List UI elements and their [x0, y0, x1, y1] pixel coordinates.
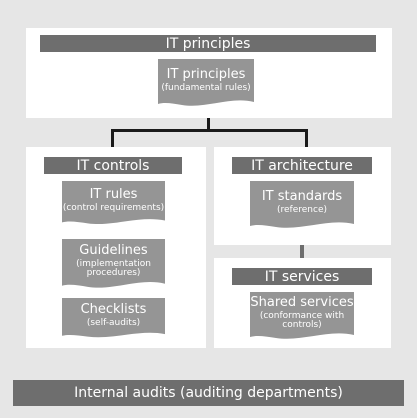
internal-audits-bar: Internal audits (auditing departments)	[13, 380, 404, 406]
document-shape-icon	[158, 59, 254, 106]
connector-architecture-services	[300, 244, 304, 258]
document-shape-icon	[62, 181, 165, 225]
document-title: IT principles	[166, 66, 246, 82]
document-subtitle: (control requirements)	[62, 202, 165, 213]
document-subtitle: (conformance with controls)	[259, 310, 345, 331]
document-title: IT standards	[261, 188, 343, 204]
document-subtitle: (fundamental rules)	[161, 82, 251, 93]
document-shape-icon	[250, 292, 354, 339]
principles-header: IT principles	[40, 35, 376, 52]
principles-document: IT principles (fundamental rules)	[158, 59, 254, 109]
connector-controls	[111, 129, 114, 148]
services-header: IT services	[232, 268, 372, 285]
document-title: Guidelines	[79, 243, 148, 259]
controls-document-checklists: Checklists (self-audits)	[62, 298, 165, 340]
document-title: Checklists	[80, 301, 147, 317]
architecture-document: IT standards (reference)	[250, 181, 354, 231]
document-shape-icon	[250, 181, 354, 228]
services-document: Shared services (conformance with contro…	[250, 292, 354, 342]
document-title: IT rules	[89, 186, 138, 202]
connector-architecture	[305, 129, 308, 148]
controls-document-rules: IT rules (control requirements)	[62, 181, 165, 227]
controls-document-guidelines: Guidelines (implementation procedures)	[62, 239, 165, 291]
document-shape-icon	[62, 298, 165, 338]
document-subtitle: (reference)	[277, 204, 327, 215]
document-title: Shared services	[250, 295, 354, 311]
document-shape-icon	[62, 239, 165, 288]
connector-principles-down	[207, 117, 210, 131]
document-subtitle: (self-audits)	[86, 317, 141, 328]
architecture-header: IT architecture	[232, 157, 372, 174]
controls-header: IT controls	[44, 157, 182, 174]
document-subtitle: (implementation procedures)	[76, 258, 151, 279]
connector-horizontal	[111, 129, 307, 132]
